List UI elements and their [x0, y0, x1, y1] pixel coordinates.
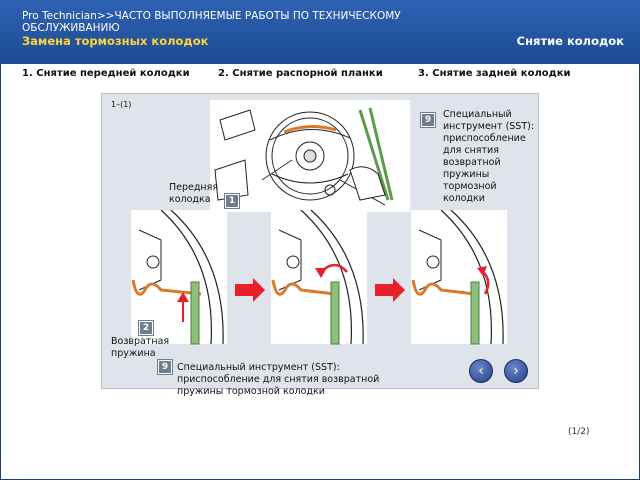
chevron-left-icon: ‹ — [478, 363, 484, 379]
chevron-right-icon: › — [513, 363, 519, 379]
next-button[interactable]: › — [504, 359, 528, 383]
front-shoe-badge: 1 — [225, 194, 239, 208]
brake-assembly-illustration — [210, 100, 410, 212]
page-indicator: (1/2) — [568, 427, 590, 437]
figure-ref: 1–(1) — [111, 100, 132, 109]
prev-button[interactable]: ‹ — [469, 359, 493, 383]
sst-top-badge: 9 — [421, 113, 435, 127]
illustration-panel: 1–(1) Специальный инструмент (SST): прис… — [101, 93, 539, 397]
front-shoe-label: Передняя колодка — [169, 182, 219, 205]
sst-top-text: Специальный инструмент (SST): приспособл… — [443, 109, 535, 204]
step-3-link[interactable]: 3. Снятие задней колодки — [418, 68, 571, 79]
section-title: Снятие колодок — [516, 34, 624, 48]
breadcrumb: Pro Technician>>ЧАСТО ВЫПОЛНЯЕМЫЕ РАБОТЫ… — [22, 10, 401, 34]
page-subtitle: Замена тормозных колодок — [22, 34, 209, 48]
step-1-link[interactable]: 1. Снятие передней колодки — [22, 68, 190, 79]
header-bar: Pro Technician>>ЧАСТО ВЫПОЛНЯЕМЫЕ РАБОТЫ… — [0, 0, 640, 64]
spring-removal-sequence — [131, 210, 507, 345]
sst-bottom-badge: 9 — [158, 360, 172, 374]
spring-label: Возвратная пружина — [111, 336, 170, 359]
spring-badge: 2 — [139, 321, 153, 335]
sst-bottom-text: Специальный инструмент (SST): приспособл… — [177, 362, 380, 397]
step-2-link[interactable]: 2. Снятие распорной планки — [218, 68, 383, 79]
